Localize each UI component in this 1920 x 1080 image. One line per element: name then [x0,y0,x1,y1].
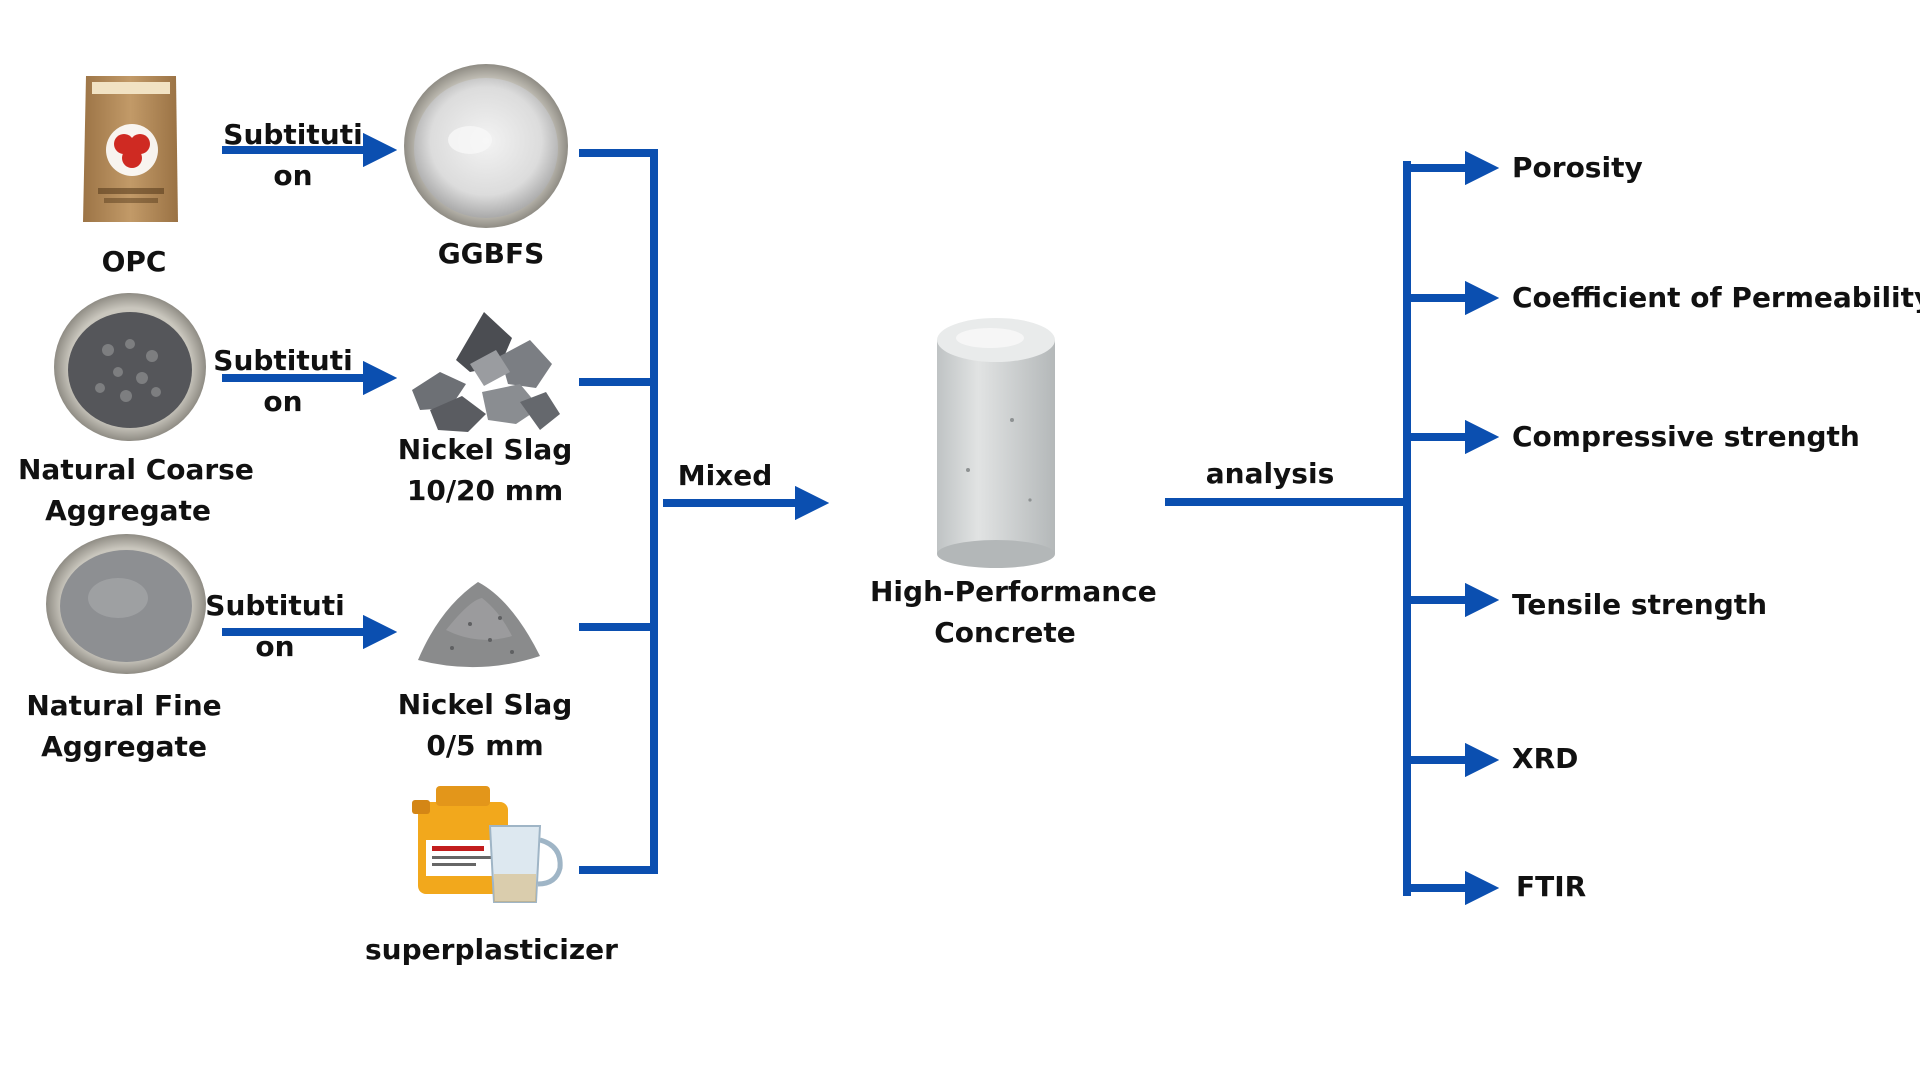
substitution-arrows [222,132,398,650]
analysis-branch-arrows [1407,150,1500,906]
analysis-label: analysis [1205,457,1335,490]
nickel-slag-coarse-icon [412,312,560,432]
output-label-compressive-strength: Compressive strength [1512,420,1860,453]
input-label-opc: OPC [101,245,167,278]
replacement-label-ggbfs: GGBFS [437,237,545,270]
output-label-ftir: FTIR [1516,870,1587,903]
cement-bag-icon [83,76,178,222]
superplasticizer-jug-icon [412,786,563,903]
fine-aggregate-bowl-icon [46,534,206,674]
output-label-porosity: Porosity [1512,151,1643,184]
replacement-label-superplasticizer: superplasticizer [365,933,618,966]
output-label-tensile-strength: Tensile strength [1512,588,1768,621]
output-label-permeability: Coefficient of Permeability [1512,281,1920,314]
nickel-slag-fine-icon [418,582,540,668]
mixed-label: Mixed [677,459,773,492]
concrete-cylinder-icon [937,318,1055,568]
ggbfs-powder-bowl-icon [404,64,568,228]
mix-collector-bracket [579,149,658,874]
output-label-xrd: XRD [1512,742,1579,775]
coarse-aggregate-bowl-icon [54,293,206,441]
